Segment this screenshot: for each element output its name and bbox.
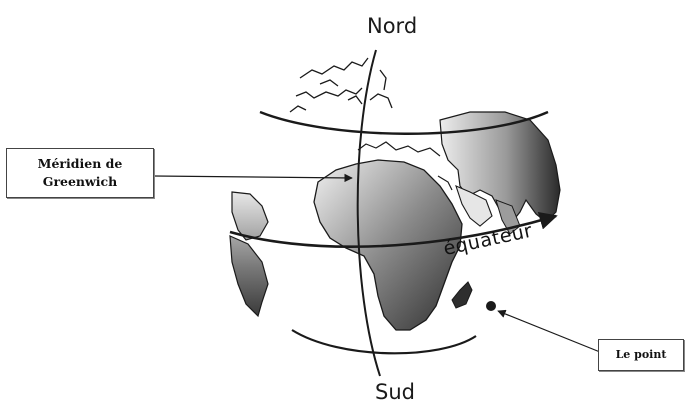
europe-outline (289, 57, 393, 113)
india-landmass (495, 199, 521, 235)
greenwich-meridian (356, 49, 381, 377)
meridian-pointer-arrow (153, 173, 353, 183)
point-callout: Le point (598, 339, 684, 371)
north-label: Nord (367, 14, 418, 38)
america-landmass (229, 191, 269, 318)
south-label: Sud (375, 380, 415, 404)
upper-parallel (259, 110, 549, 135)
greenwich-meridian-callout: Méridien de Greenwich (6, 148, 154, 198)
callout-line-2: Greenwich (42, 174, 118, 189)
point-pointer-arrow (497, 309, 601, 353)
equator-line (229, 211, 558, 248)
callout-line-1: Méridien de (37, 156, 123, 171)
arabia-landmass (455, 185, 493, 227)
madagascar-landmass (451, 281, 473, 309)
point-marker (486, 301, 496, 311)
lower-parallel (291, 329, 477, 355)
